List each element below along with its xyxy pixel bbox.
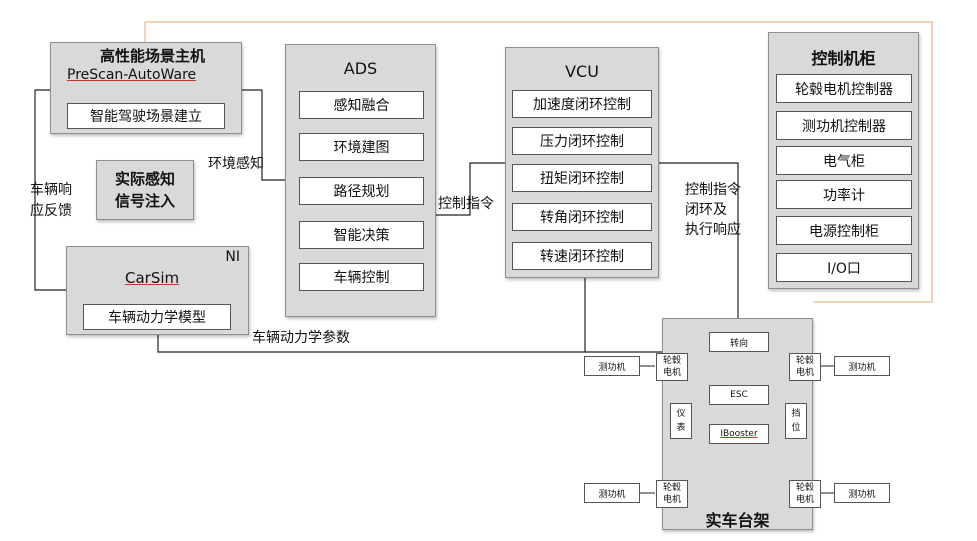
control-cmd-label: 控制指令 (438, 196, 494, 212)
env-perception-line (241, 89, 285, 181)
vcu-item: 扭矩闭环控制 (512, 164, 652, 192)
ads-item: 智能决策 (299, 221, 424, 249)
dyno-fl: 测功机 (584, 356, 640, 376)
vcu-item: 转速闭环控制 (512, 242, 652, 270)
vehicle-feedback-label: 车辆响 应反馈 (30, 182, 72, 219)
cabinet-item: 轮毂电机控制器 (776, 74, 912, 103)
hub-motor-rr: 轮毂 电机 (789, 480, 821, 508)
ads-item: 路径规划 (299, 177, 424, 205)
instrument-box: 仪 表 (670, 403, 692, 439)
vcu-item: 压力闭环控制 (512, 127, 652, 155)
esc-box: ESC (709, 385, 769, 405)
cabinet-item: 电源控制柜 (776, 216, 912, 245)
dynamics-params-label: 车辆动力学参数 (252, 330, 350, 346)
cabinet-panel: 控制机柜 轮毂电机控制器 测功机控制器 电气柜 功率计 电源控制柜 I/O口 (768, 32, 919, 289)
ads-item: 车辆控制 (299, 263, 424, 291)
dyno-rr: 测功机 (834, 483, 890, 503)
dyno-fr: 测功机 (834, 356, 890, 376)
carsim-title: CarSim (125, 269, 180, 287)
ni-panel: NI CarSim 车辆动力学模型 (66, 246, 249, 335)
vcu-to-rig-line (659, 162, 739, 318)
cabinet-item: 功率计 (776, 180, 912, 209)
dyno-rl: 测功机 (584, 483, 640, 503)
ads-panel: ADS 感知融合 环境建图 路径规划 智能决策 车辆控制 (285, 44, 436, 317)
cabinet-title: 控制机柜 (811, 49, 876, 68)
control-cmd-line (436, 162, 505, 216)
ni-tag: NI (225, 249, 240, 265)
cabinet-item: I/O口 (776, 253, 912, 282)
cabinet-item: 电气柜 (776, 146, 912, 175)
vcu-panel: VCU 加速度闭环控制 压力闭环控制 扭矩闭环控制 转角闭环控制 转速闭环控制 (505, 47, 659, 278)
host-scene-box: 智能驾驶场景建立 (67, 103, 225, 129)
sensor-injection-box: 实际感知 信号注入 (96, 160, 194, 220)
hub-motor-fl: 轮毂 电机 (656, 353, 688, 381)
env-perception-label: 环境感知 (208, 156, 264, 172)
vcu-item: 加速度闭环控制 (512, 90, 652, 118)
host-title: 高性能场景主机 (100, 47, 206, 65)
dynamics-params-line (157, 278, 586, 353)
hub-motor-rl: 轮毂 电机 (656, 480, 688, 508)
ibooster-box: IBooster (709, 424, 769, 444)
orange-loop-line (144, 21, 933, 303)
steering-box: 转向 (709, 332, 769, 352)
test-rig-title: 实车台架 (705, 511, 770, 530)
hub-motor-fr: 轮毂 电机 (789, 353, 821, 381)
host-panel: 高性能场景主机 PreScan-AutoWare 智能驾驶场景建立 (50, 42, 242, 134)
ads-item: 环境建图 (299, 133, 424, 161)
feedback-line (34, 89, 66, 291)
test-rig-panel: 转向 ESC IBooster 仪 表 挡 位 轮毂 电机 轮毂 电机 轮毂 电… (656, 318, 821, 530)
ads-item: 感知融合 (299, 91, 424, 119)
ads-title: ADS (343, 59, 378, 78)
gear-box: 挡 位 (785, 403, 807, 439)
control-loop-label: 控制指令 闭环及 执行响应 (685, 182, 741, 238)
cabinet-item: 测功机控制器 (776, 111, 912, 140)
vcu-item: 转角闭环控制 (512, 203, 652, 231)
vehicle-dynamics-model-box: 车辆动力学模型 (83, 304, 231, 330)
host-subtitle: PreScan-AutoWare (67, 67, 197, 83)
vcu-title: VCU (565, 62, 599, 81)
